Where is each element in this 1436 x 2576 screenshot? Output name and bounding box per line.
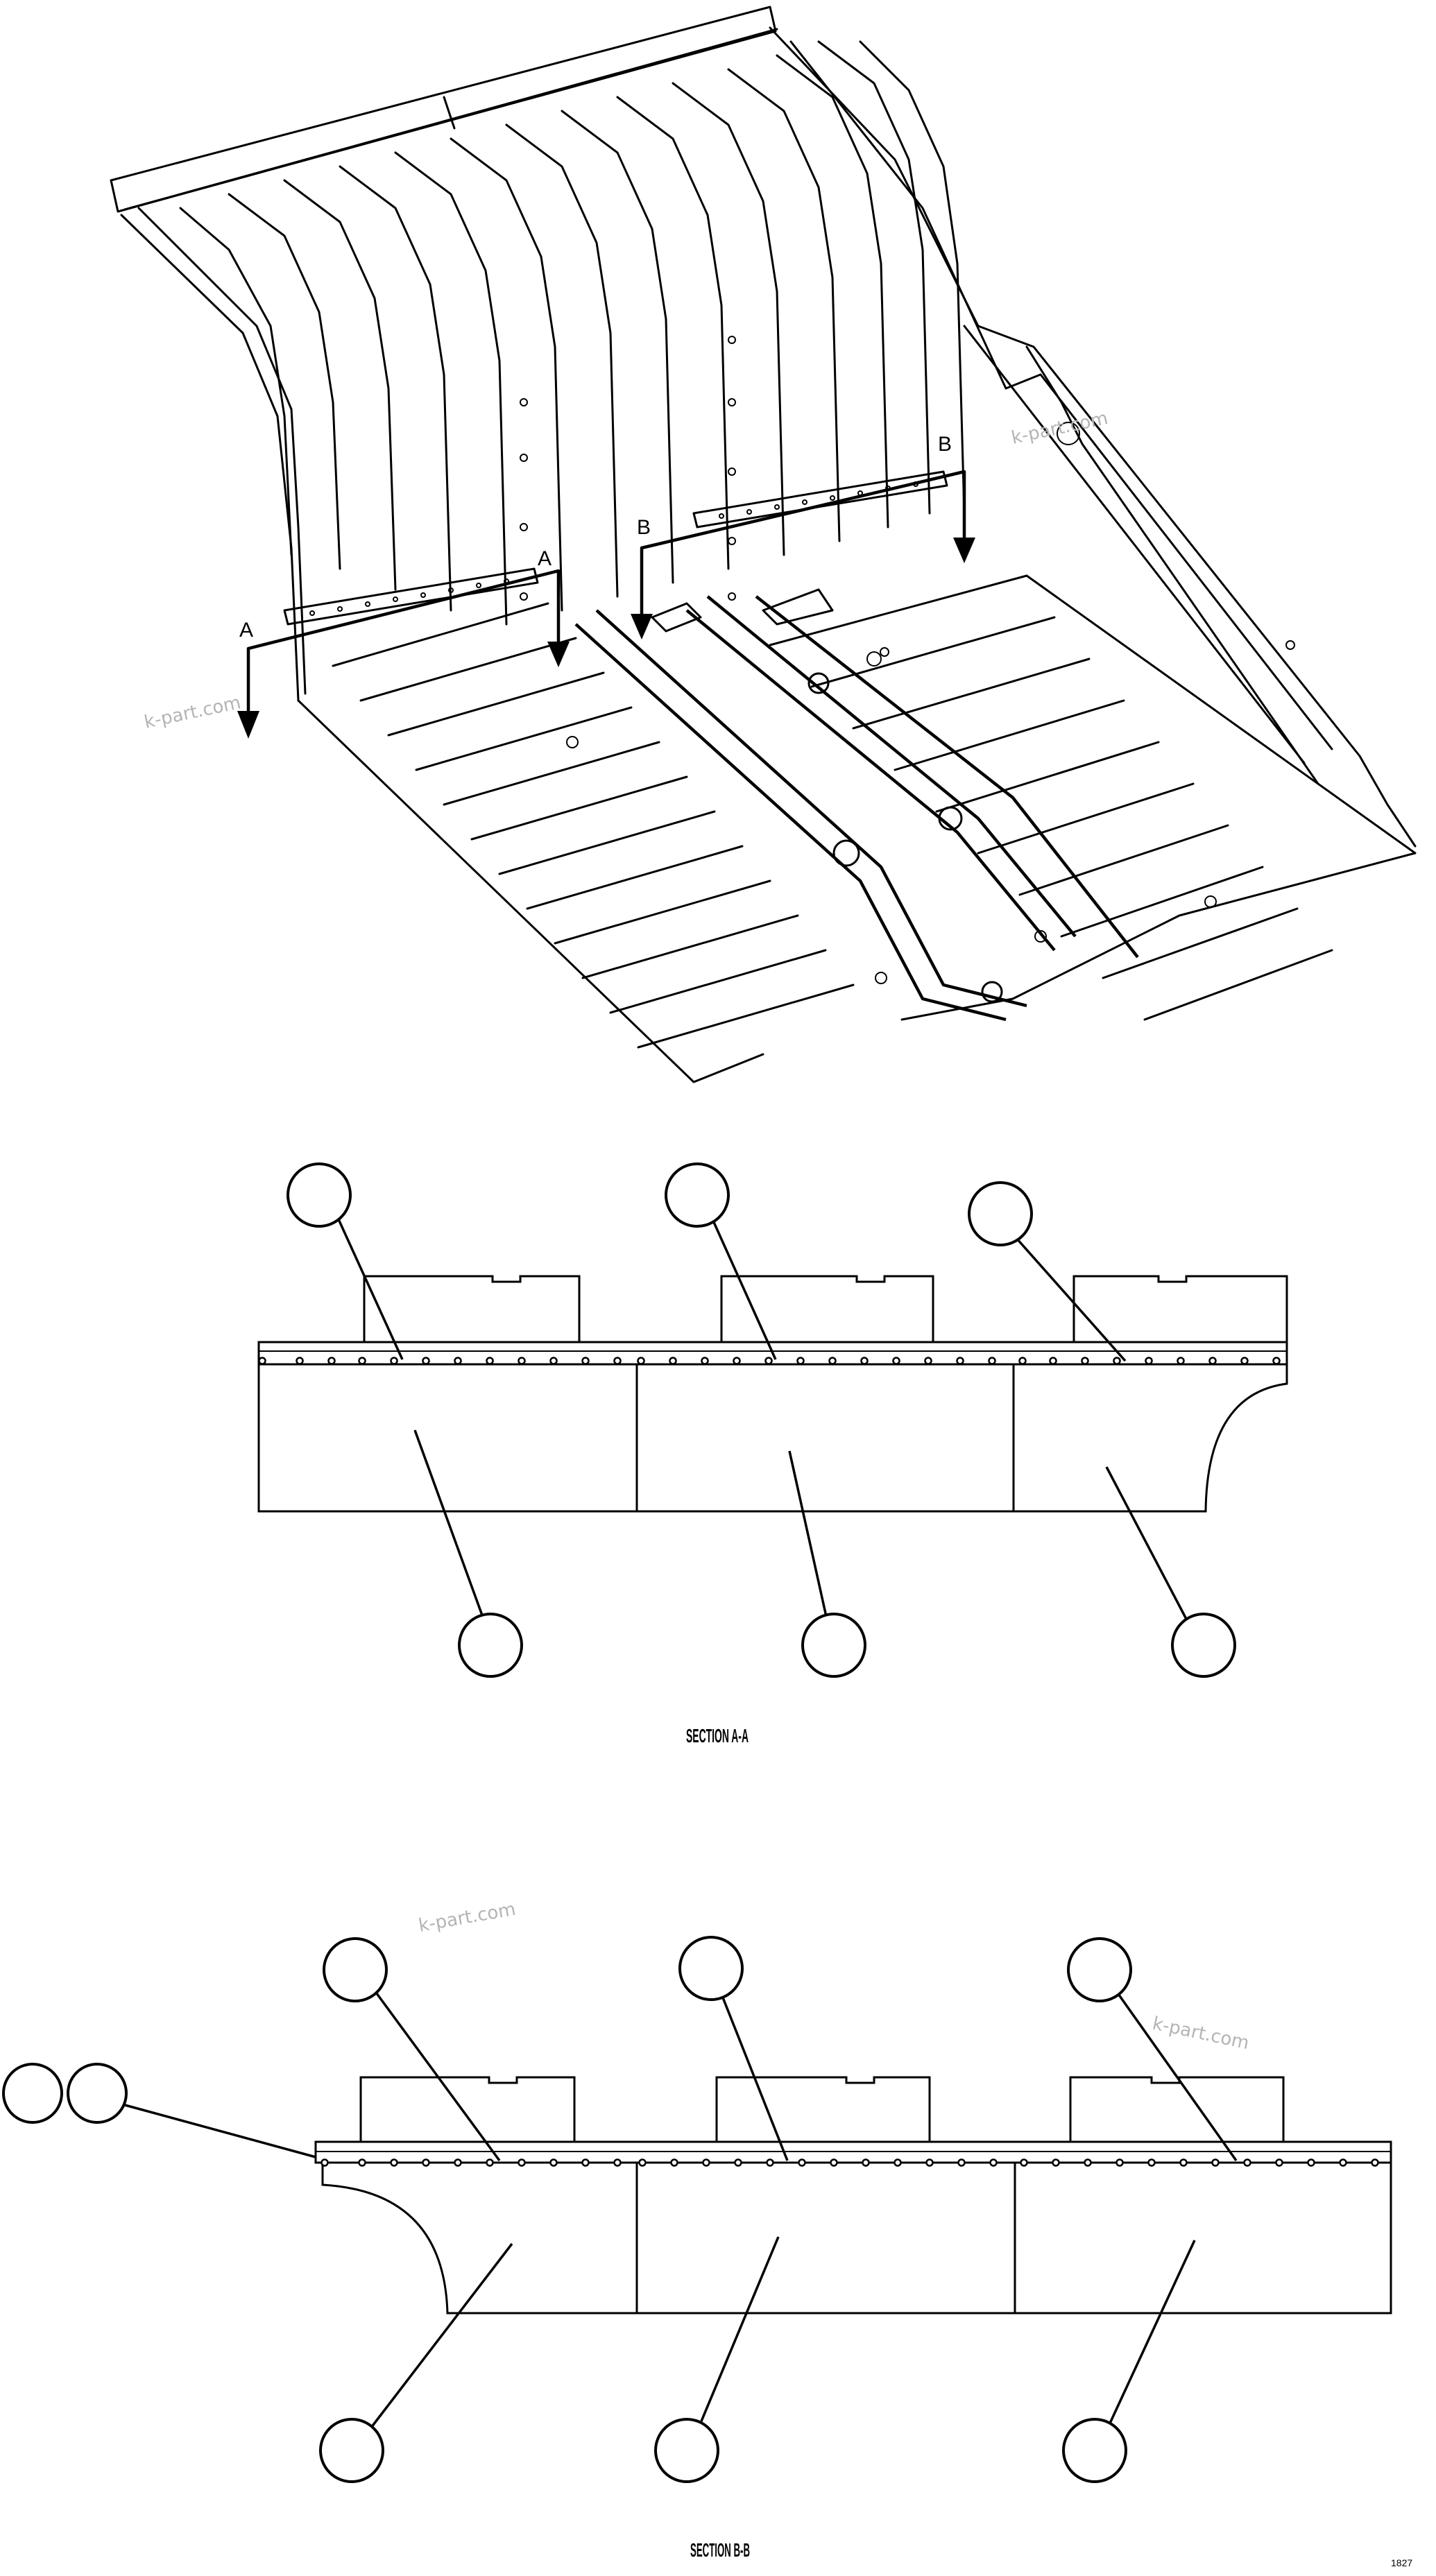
section-aa-view: SECTION A-A [257, 1162, 1288, 1746]
callout-bb-1 [2, 2063, 63, 2124]
section-aa-caption: SECTION A-A [686, 1725, 749, 1746]
cut-marker-b-left: B [637, 516, 651, 539]
callout-bb-5 [1067, 1937, 1132, 2002]
watermark-2: k-part.com [1009, 408, 1110, 449]
section-bb-bolts [320, 2158, 1379, 2167]
callout-aa-3 [968, 1181, 1033, 1246]
callout-aa-6 [1171, 1613, 1236, 1678]
callout-aa-1 [287, 1162, 352, 1228]
watermark-1: k-part.com [142, 692, 243, 733]
callout-aa-4 [458, 1613, 523, 1678]
callout-bb-6 [319, 2418, 384, 2483]
watermark-4: k-part.com [1151, 2013, 1251, 2054]
watermark-3: k-part.com [417, 1899, 518, 1937]
callout-bb-4 [678, 1936, 744, 2001]
callout-bb-7 [654, 2418, 719, 2483]
isometric-view: A A B B k-part.com k-part.com [110, 6, 1417, 1083]
cut-marker-a-left: A [239, 619, 253, 642]
section-bb-view: k-part.com k-part.com [2, 1899, 1412, 2568]
callout-aa-5 [801, 1613, 866, 1678]
callout-aa-2 [665, 1162, 730, 1228]
section-aa-bolts [258, 1357, 1281, 1365]
callout-bb-8 [1062, 2418, 1127, 2483]
cut-marker-b-right: B [938, 433, 952, 456]
drawing-reference: 1827 [1391, 2557, 1412, 2568]
callout-bb-3 [323, 1937, 388, 2002]
section-bb-caption: SECTION B-B [690, 2539, 750, 2561]
callout-bb-2 [67, 2063, 128, 2124]
cut-marker-a-right: A [538, 547, 552, 570]
